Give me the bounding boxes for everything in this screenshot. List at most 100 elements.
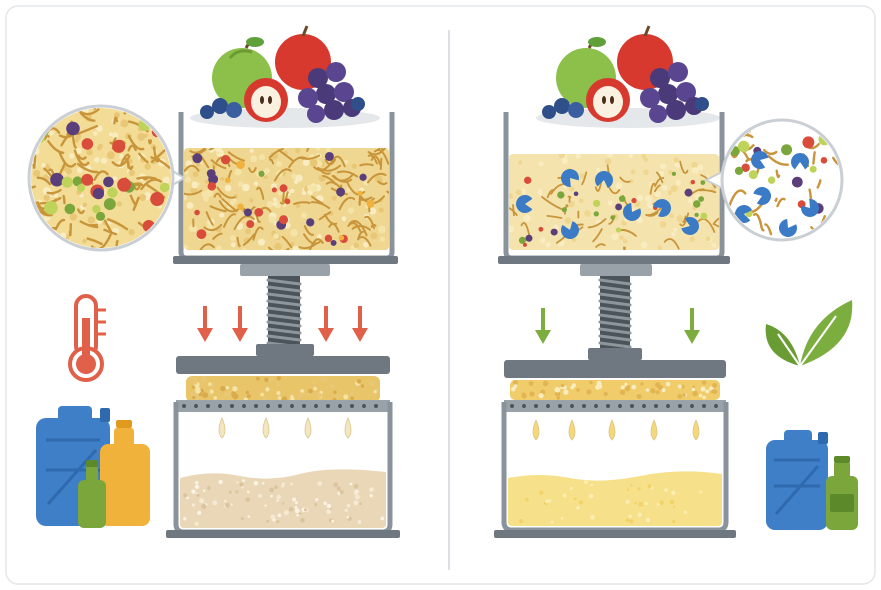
particle [278,396,282,400]
particle [669,214,674,219]
particle [810,166,817,173]
particle [328,383,334,389]
particle [225,503,230,508]
particle [129,170,135,176]
particle [378,207,383,212]
particle [303,159,310,166]
particle [545,242,551,248]
particle [337,486,341,490]
particle [237,203,244,210]
particle [572,383,576,387]
particle [656,390,660,394]
fiber [381,159,382,169]
particle [195,388,201,394]
particle [276,161,282,167]
particle [821,157,828,164]
particle [254,481,259,486]
particle [193,380,198,385]
particle [645,502,648,505]
filter-hole [570,404,574,408]
particle [308,389,313,394]
particle [576,506,579,509]
filter-hole [182,404,186,408]
particle [518,160,522,164]
particle [82,239,86,243]
filter-hole [266,404,270,408]
particle [627,488,630,491]
particle [325,152,334,161]
particle [615,204,622,211]
particle [254,208,263,217]
particle [657,503,660,506]
particle [264,504,266,506]
particle [685,189,693,197]
particle [220,177,224,181]
particle [285,199,291,205]
particle [672,520,675,523]
filter-hole [254,404,258,408]
particle [317,481,322,486]
particle [529,381,534,386]
particle [637,512,642,517]
particle [623,239,628,244]
particle [691,180,695,184]
particle [357,379,362,384]
filter-hole [522,404,526,408]
particle [539,491,543,495]
particle [336,187,345,196]
particle [265,387,269,391]
particle [671,232,676,237]
particle [225,185,232,192]
particle [295,148,300,153]
particle [610,215,615,220]
filter-hole [278,404,282,408]
particle [705,389,709,393]
particle [565,217,572,224]
particle [270,515,275,520]
particle [539,393,544,398]
particle [150,192,164,206]
particle [278,513,282,517]
particle [340,490,344,494]
filter-hole [206,404,210,408]
particle [575,154,580,159]
particle [280,184,288,192]
particle [702,396,705,399]
filter-hole [194,404,198,408]
filter-hole [314,404,318,408]
particle [668,190,673,195]
particle [348,208,354,214]
particle [202,191,209,198]
filter-hole [546,404,550,408]
particle [214,396,218,400]
particle [343,394,348,399]
particle [700,180,705,185]
particle [268,216,275,223]
particle [202,392,208,398]
particle [634,502,637,505]
particle [282,482,285,485]
particle [605,158,612,165]
particle [268,377,273,382]
particle [117,178,131,192]
particle [574,497,577,500]
particle [631,385,636,390]
particle [374,390,377,393]
particle [369,494,372,497]
particle [82,138,94,150]
particle [326,509,331,514]
particle [596,168,600,172]
particle [670,500,674,504]
particle [201,376,207,382]
particle [333,390,336,393]
particle [529,391,534,396]
particle [676,180,682,186]
particle [259,154,265,160]
particle [104,198,116,210]
particle [92,205,100,213]
particle [194,210,200,216]
particle [248,515,251,518]
particle [749,170,758,179]
